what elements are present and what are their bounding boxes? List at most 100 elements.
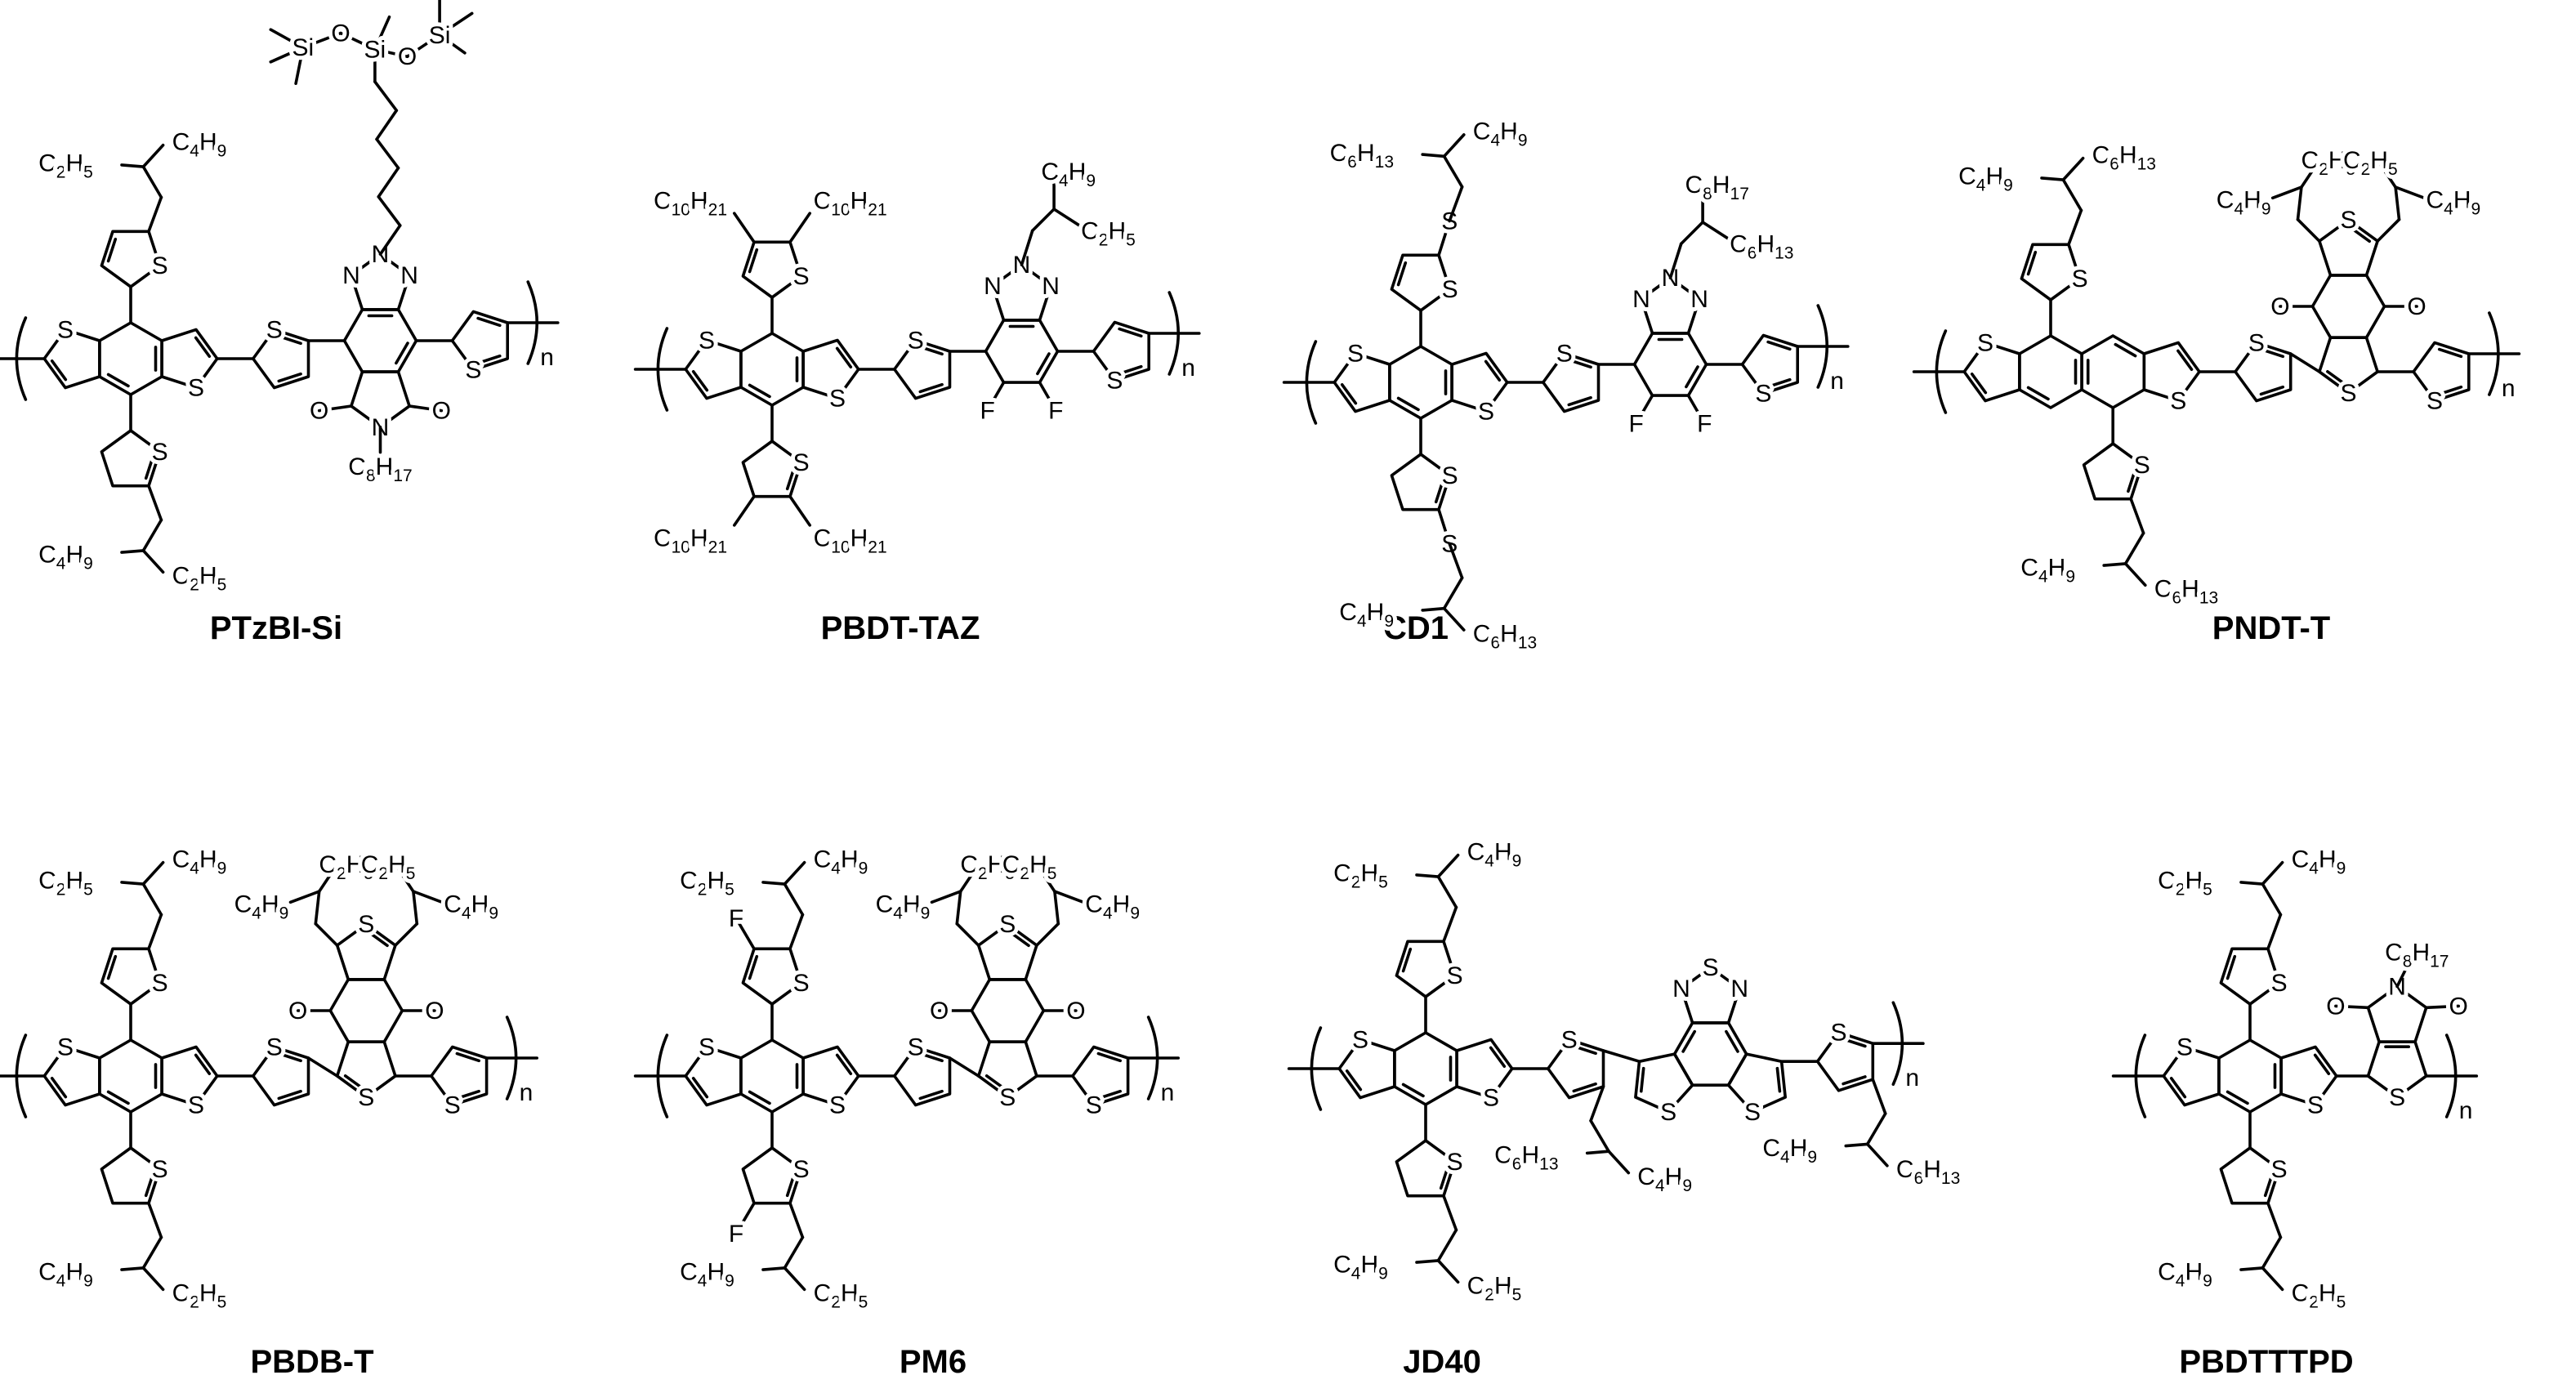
- name-ptzbi-si: PTzBI-Si: [210, 610, 342, 646]
- thiophene-ring: [2318, 218, 2379, 277]
- double-bond: [455, 1089, 481, 1101]
- double-bond: [1567, 358, 1592, 369]
- fused-thiophene: [42, 328, 101, 390]
- chain-label: C6H13: [2092, 141, 2156, 173]
- chain-label: C4H9: [680, 1258, 734, 1290]
- sulfur-label: S: [2389, 1084, 2405, 1111]
- chain-label: C2H5: [2301, 147, 2356, 179]
- double-bond: [2226, 954, 2237, 980]
- sulfur-label: S: [1744, 1099, 1761, 1126]
- bond: [1421, 606, 1446, 612]
- bond: [958, 868, 977, 893]
- end-thiophene: [1071, 1045, 1130, 1107]
- benzene-ring: [2018, 334, 2083, 409]
- bond: [317, 404, 353, 413]
- fluorine-label: F: [729, 1221, 743, 1248]
- bond: [2261, 1266, 2284, 1292]
- bond: [2123, 562, 2147, 587]
- linker-thiophene: [1547, 1038, 1605, 1100]
- side-thiophene: [741, 947, 803, 1006]
- chain-label: C4H9: [876, 891, 931, 923]
- benzene-ring: [739, 1038, 805, 1114]
- double-bond: [144, 1172, 155, 1198]
- side-thiophene: [100, 1146, 162, 1205]
- thiophene-ring: [976, 1040, 1038, 1099]
- fused-thiophene: [1450, 351, 1509, 413]
- double-bond: [1842, 1075, 1867, 1086]
- benzene-ring: [342, 308, 418, 373]
- bond: [2424, 1004, 2460, 1010]
- open-bracket: [15, 1034, 28, 1118]
- bond: [2261, 1235, 2283, 1270]
- bond: [1442, 133, 1466, 158]
- double-bond: [1766, 377, 1792, 389]
- bond: [1035, 922, 1060, 947]
- end-thiophene: [450, 310, 510, 372]
- double-bond: [2263, 1172, 2275, 1198]
- double-bond: [1766, 340, 1792, 351]
- double-bond: [918, 1051, 944, 1063]
- side-thiophene: [100, 230, 162, 288]
- sulfur-label: S: [465, 357, 481, 384]
- bond: [2334, 1004, 2370, 1010]
- sulfur-label: S: [793, 263, 810, 290]
- bond: [761, 881, 787, 886]
- bond: [397, 868, 415, 893]
- chain-label: C4H9: [2426, 187, 2481, 219]
- bond: [2394, 185, 2401, 221]
- benzene-ring: [1632, 332, 1708, 397]
- bond: [734, 1201, 756, 1235]
- bond: [1865, 1142, 1889, 1167]
- benzene-ring: [2217, 1038, 2283, 1114]
- chain-label: C2H5: [2292, 1280, 2346, 1312]
- bond: [1053, 890, 1085, 904]
- triazole-ring: [991, 263, 1052, 322]
- bond: [783, 1235, 805, 1270]
- sulfur-label: S: [2248, 329, 2265, 356]
- chain-label: C6H13: [2154, 576, 2218, 608]
- bond: [1421, 153, 1446, 158]
- double-bond: [277, 372, 302, 383]
- double-bond: [106, 954, 118, 980]
- end-thiophene: [1740, 333, 1800, 395]
- double-bond: [2437, 385, 2463, 396]
- bond: [1686, 394, 1707, 426]
- sulfur-label: S: [1478, 399, 1494, 426]
- side-thiophene: [1395, 940, 1457, 998]
- bond: [120, 163, 145, 168]
- fused-thiophene: [801, 338, 860, 400]
- bond: [1436, 853, 1460, 878]
- double-bond: [277, 334, 302, 346]
- bond: [1436, 875, 1458, 909]
- chain-label: C10H21: [654, 525, 727, 556]
- double-bond: [1396, 261, 1408, 287]
- benzene-ring: [984, 319, 1060, 384]
- bond: [1442, 154, 1464, 189]
- bond: [1030, 208, 1056, 233]
- bond: [147, 195, 163, 234]
- double-bond: [2437, 347, 2463, 359]
- bond: [1668, 242, 1683, 279]
- fused-thiophene: [1455, 1038, 1514, 1100]
- name-pbdt-taz: PBDT-TAZ: [821, 610, 980, 646]
- bond: [375, 137, 400, 170]
- fused-thiophene: [160, 1045, 219, 1107]
- double-bond: [50, 1076, 68, 1099]
- open-bracket: [1310, 1026, 1323, 1111]
- quinone-ring: [2310, 274, 2386, 340]
- chain-label: C4H9: [2292, 846, 2346, 877]
- double-bond: [455, 1051, 481, 1063]
- fluorine-label: F: [980, 397, 995, 424]
- fused-thiophene: [1333, 351, 1391, 413]
- name-cd1: CD1: [1383, 610, 1449, 646]
- bond: [2296, 185, 2303, 221]
- chain-label: C4H9: [1085, 891, 1140, 923]
- bond: [1607, 1150, 1631, 1175]
- chain-label: C4H9: [1041, 158, 1096, 190]
- linker-thiophene: [252, 328, 310, 390]
- nitrogen-label: N: [342, 262, 360, 289]
- bond: [1442, 606, 1466, 632]
- double-bond: [1401, 1083, 1425, 1098]
